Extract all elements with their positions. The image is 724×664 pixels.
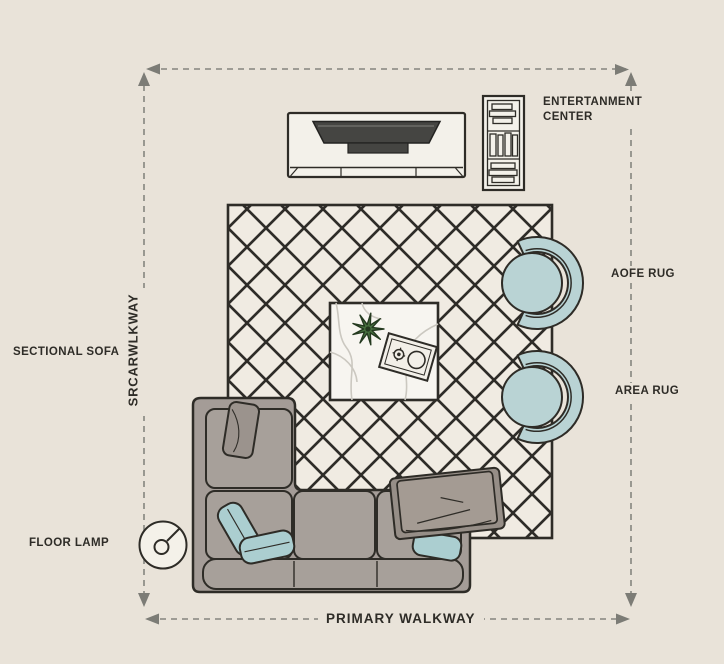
bookshelf-dividers xyxy=(487,130,520,160)
tv-stand xyxy=(347,142,409,154)
accent-chair-top xyxy=(501,236,584,330)
books-vertical-row-icon xyxy=(489,132,519,157)
blue-pillow-icon xyxy=(238,529,296,565)
arrow-left-icon xyxy=(145,613,159,625)
rail-seams xyxy=(293,561,378,587)
entertainment-center-shelf xyxy=(481,94,526,192)
chair-back-seam xyxy=(525,247,572,319)
tv-media-console xyxy=(286,111,467,179)
books-top-stack-icon xyxy=(488,103,517,125)
label-floor-lamp: FLOOR LAMP xyxy=(26,535,113,552)
sofa-seat-cushion xyxy=(293,490,376,560)
label-area-rug: AREA RUG xyxy=(612,383,683,400)
label-side-walkway: SRCARWLKWAY xyxy=(123,285,143,415)
marble-veins xyxy=(329,302,439,401)
tv-screen-icon xyxy=(311,120,442,144)
decor-tray-icon xyxy=(377,332,439,382)
arrow-left-icon xyxy=(146,63,160,75)
books-bottom-stack-icon xyxy=(488,162,518,184)
label-entertainment-center: ENTERTANMENT CENTER xyxy=(540,94,646,126)
chair-back xyxy=(516,350,584,444)
gray-pillow-icon xyxy=(221,400,261,460)
label-entertainment-center-line1: ENTERTANMENT xyxy=(543,96,643,108)
console-drawer-lines xyxy=(290,167,463,177)
floor-lamp-icon xyxy=(138,520,188,570)
label-sectional-sofa: SECTIONAL SOFA xyxy=(10,344,123,361)
accent-chair-bottom xyxy=(501,350,584,444)
bookshelf-inner xyxy=(486,99,521,187)
sofa-front-rail xyxy=(202,558,464,590)
dimension-arrowheads xyxy=(138,63,637,625)
arrow-down-icon xyxy=(138,593,150,607)
chair-back-seam xyxy=(525,361,572,433)
label-entertainment-center-line2: CENTER xyxy=(543,111,593,123)
chair-seat xyxy=(501,366,563,428)
arrow-down-icon xyxy=(625,593,637,607)
label-aofe-rug: AOFE RUG xyxy=(608,266,678,283)
arrow-up-icon xyxy=(625,72,637,86)
label-primary-walkway: PRIMARY WALKWAY xyxy=(318,609,484,628)
chair-seat xyxy=(501,252,563,314)
coffee-table xyxy=(328,301,440,402)
chair-back xyxy=(516,236,584,330)
arrow-up-icon xyxy=(138,72,150,86)
arrow-right-icon xyxy=(615,64,629,75)
arrow-right-icon xyxy=(616,613,630,625)
throw-blanket-icon xyxy=(388,466,506,541)
plant-icon xyxy=(352,312,385,346)
sectional-sofa xyxy=(191,396,506,594)
